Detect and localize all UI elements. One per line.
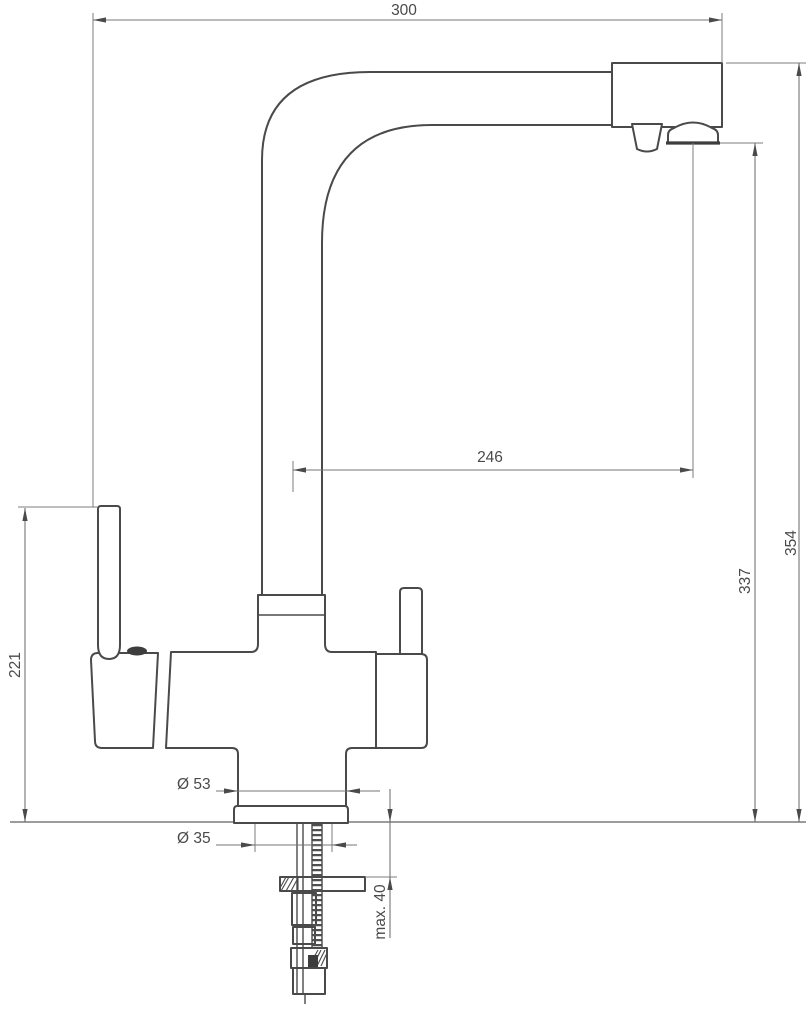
threaded-shank: [311, 823, 323, 948]
right-valve-body: [375, 653, 428, 749]
dim-base-diameter: Ø 53: [177, 776, 380, 794]
mounting-hardware: [279, 823, 366, 1004]
faucet-outline: [90, 62, 723, 824]
left-valve-body: [90, 652, 159, 749]
spout-aerator: [631, 123, 663, 153]
dim-label-max40: max. 40: [372, 884, 389, 940]
dim-label-d53: Ø 53: [177, 776, 211, 793]
right-handle: [399, 587, 423, 655]
shank-lock-mark: [308, 955, 318, 967]
arrow-right: [680, 467, 693, 473]
dim-label-221: 221: [7, 652, 24, 678]
arrow-right: [709, 17, 722, 23]
spout-tube-inner: [321, 124, 613, 596]
spout-tube-outer: [261, 71, 613, 596]
arrow-up: [752, 143, 758, 156]
dim-label-d35: Ø 35: [177, 830, 211, 847]
arrow-right: [224, 788, 238, 794]
arrow-down: [387, 809, 393, 822]
faucet-body: [165, 594, 377, 807]
arrow-up: [387, 877, 393, 890]
dim-max-mounting-thickness: max. 40: [365, 789, 397, 940]
arrow-left: [293, 467, 306, 473]
dim-spout-reach: 246: [292, 143, 694, 492]
spout-head: [611, 62, 723, 128]
dim-label-337: 337: [737, 568, 754, 594]
dim-overall-width: 300: [92, 2, 723, 507]
dim-overall-height: 354: [726, 62, 806, 822]
base-flange: [233, 805, 349, 824]
supply-hoses: [296, 823, 306, 1004]
dim-label-246: 246: [477, 449, 503, 466]
arrow-down: [22, 809, 28, 822]
arrow-up: [796, 63, 802, 76]
dim-label-354: 354: [783, 530, 800, 556]
dim-handle-height: 221: [7, 506, 97, 822]
arrow-left: [93, 17, 106, 23]
arrow-down: [796, 809, 802, 822]
hose-coupling-block: [292, 967, 326, 995]
spout-outlet-cap: [667, 121, 719, 144]
arrow-left: [332, 842, 346, 848]
bracket-hatch: [279, 876, 299, 892]
arrow-right: [241, 842, 255, 848]
handle-pivot-nub: [127, 646, 147, 656]
arrow-up: [22, 508, 28, 521]
dim-spout-height: 337: [720, 142, 763, 822]
left-handle: [97, 505, 121, 660]
arrow-left: [346, 788, 360, 794]
dim-label-300: 300: [391, 2, 417, 19]
dim-shank-diameter: Ø 35: [177, 824, 357, 852]
arrow-down: [752, 809, 758, 822]
